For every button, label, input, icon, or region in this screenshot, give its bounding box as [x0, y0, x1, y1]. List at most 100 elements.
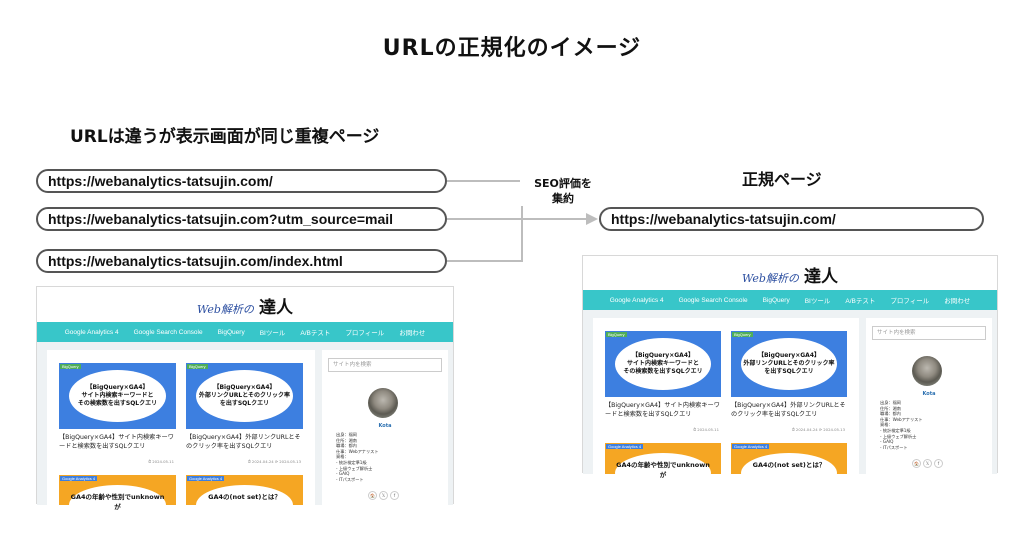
profile-name: Kota	[922, 391, 936, 397]
post-card[interactable]: BigQuery 【BigQuery×GA4】 サイト内検索キーワードと その検…	[605, 331, 721, 437]
profile-avatar	[368, 388, 398, 418]
nav-item[interactable]: Google Analytics 4	[609, 296, 664, 304]
facebook-icon[interactable]: f	[390, 491, 399, 500]
duplicate-url-2: https://webanalytics-tatsujin.com?utm_so…	[36, 207, 447, 231]
facebook-icon[interactable]: f	[934, 459, 943, 468]
site-screenshot-right: Web解析の 達人 Google Analytics 4 Google Sear…	[582, 255, 998, 493]
post-date: ⏱ 2024.04.24 ⟳ 2024.05.13	[247, 459, 301, 464]
post-thumb-text: 【BigQuery×GA4】 サイト内検索キーワードと その検索数を出すSQLク…	[69, 370, 166, 422]
site-nav: Google Analytics 4 Google Search Console…	[37, 322, 453, 342]
sidebar: サイト内を検索 Kota 出身：福岡 住所：湘南 職場：都内 仕事：Webアナリ…	[322, 350, 448, 505]
site-search-input[interactable]: サイト内を検索	[328, 358, 442, 372]
duplicate-url-1: https://webanalytics-tatsujin.com/	[36, 169, 447, 193]
profile-name: Kota	[378, 423, 392, 429]
arrow-label-line1: SEO評価を	[534, 177, 592, 190]
site-search-input[interactable]: サイト内を検索	[872, 326, 986, 340]
post-card[interactable]: BigQuery 【BigQuery×GA4】 外部リンクURLとそのクリック率…	[186, 363, 303, 469]
arrow-head	[586, 213, 598, 225]
site-logo: Web解析の 達人	[37, 293, 453, 318]
profile-avatar	[912, 356, 942, 386]
post-thumbnail: Google Analytics 4 GA4の(not set)とは？	[731, 443, 847, 493]
post-thumbnail: BigQuery 【BigQuery×GA4】 サイト内検索キーワードと その検…	[59, 363, 176, 429]
post-title: 【BigQuery×GA4】サイト内検索キーワードと検索数を出すSQLクエリ	[605, 402, 720, 418]
post-title: 【BigQuery×GA4】サイト内検索キーワードと検索数を出すSQLクエリ	[59, 434, 174, 450]
post-thumb-text: GA4の(not set)とは？	[741, 453, 837, 493]
logo-small-text: Web解析の	[196, 303, 254, 316]
profile-details: 出身：福岡 住所：湘南 職場：都内 仕事：Webアナリスト 資格： - 統計検定…	[336, 432, 379, 482]
diagram-title: URLの正規化のイメージ	[382, 36, 642, 61]
post-card[interactable]: Google Analytics 4 GA4の(not set)とは？	[731, 443, 847, 493]
profile-details: 出身：福岡 住所：湘南 職場：都内 仕事：Webアナリスト 資格： - 統計検定…	[880, 400, 923, 450]
post-category-tag: BigQuery	[187, 364, 208, 369]
post-card[interactable]: Google Analytics 4 GA4の(not set)とは？	[186, 475, 303, 525]
nav-item[interactable]: お問わせ	[944, 298, 971, 305]
nav-item[interactable]: BIツール	[259, 330, 286, 337]
post-thumbnail: BigQuery 【BigQuery×GA4】 外部リンクURLとそのクリック率…	[731, 331, 847, 397]
post-thumb-text: 【BigQuery×GA4】 外部リンクURLとそのクリック率 を出すSQLクエ…	[196, 370, 293, 422]
post-date: ⏱ 2024.05.11	[148, 459, 174, 464]
post-title: 【BigQuery×GA4】外部リンクURLとそのクリック率を出すSQLクエリ	[731, 402, 846, 418]
post-card[interactable]: BigQuery 【BigQuery×GA4】 外部リンクURLとそのクリック率…	[731, 331, 847, 437]
social-links: 🏠 𝕏 f	[368, 491, 399, 500]
post-category-tag: BigQuery	[60, 364, 81, 369]
site-body: BigQuery 【BigQuery×GA4】 サイト内検索キーワードと その検…	[37, 342, 453, 525]
home-icon[interactable]: 🏠	[368, 491, 377, 500]
logo-big-text: 達人	[259, 298, 294, 318]
canonical-url: https://webanalytics-tatsujin.com/	[599, 207, 984, 231]
duplicate-pages-heading: URLは違うが表示画面が同じ重複ページ	[70, 127, 380, 147]
post-category-tag: BigQuery	[732, 332, 753, 337]
post-category-tag: Google Analytics 4	[732, 444, 770, 449]
arrow-label: SEO評価を 集約	[520, 176, 606, 206]
post-card[interactable]: Google Analytics 4 GA4の年齢や性別でunknownが	[59, 475, 176, 525]
post-category-tag: Google Analytics 4	[60, 476, 98, 481]
nav-item[interactable]: Google Search Console	[133, 328, 203, 336]
nav-item[interactable]: A/Bテスト	[845, 298, 876, 305]
post-card[interactable]: Google Analytics 4 GA4の年齢や性別でunknownが	[605, 443, 721, 493]
social-links: 🏠 𝕏 f	[912, 459, 943, 468]
post-thumb-text: GA4の年齢や性別でunknownが	[615, 453, 711, 493]
nav-item[interactable]: Google Search Console	[678, 296, 748, 304]
post-date: ⏱ 2024.05.11	[693, 427, 719, 432]
site-body: BigQuery 【BigQuery×GA4】 サイト内検索キーワードと その検…	[583, 310, 997, 493]
post-list: BigQuery 【BigQuery×GA4】 サイト内検索キーワードと その検…	[593, 318, 859, 493]
post-thumbnail: BigQuery 【BigQuery×GA4】 外部リンクURLとそのクリック率…	[186, 363, 303, 429]
nav-item[interactable]: Google Analytics 4	[64, 328, 119, 336]
nav-item[interactable]: BigQuery	[217, 328, 245, 336]
post-category-tag: Google Analytics 4	[187, 476, 225, 481]
post-date: ⏱ 2024.04.24 ⟳ 2024.05.13	[791, 427, 845, 432]
post-thumbnail: Google Analytics 4 GA4の年齢や性別でunknownが	[605, 443, 721, 493]
x-icon[interactable]: 𝕏	[923, 459, 932, 468]
bracket-line	[447, 180, 523, 262]
duplicate-url-3: https://webanalytics-tatsujin.com/index.…	[36, 249, 447, 273]
home-icon[interactable]: 🏠	[912, 459, 921, 468]
site-nav: Google Analytics 4 Google Search Console…	[583, 290, 997, 310]
arrow-label-line2: 集約	[552, 192, 574, 205]
post-thumb-text: 【BigQuery×GA4】 外部リンクURLとそのクリック率 を出すSQLクエ…	[741, 338, 837, 390]
nav-item[interactable]: BigQuery	[762, 296, 790, 304]
post-category-tag: BigQuery	[606, 332, 627, 337]
canonical-heading: 正規ページ	[742, 170, 822, 189]
profile-widget: サイト内を検索 Kota 出身：福岡 住所：湘南 職場：都内 仕事：Webアナリ…	[866, 318, 992, 474]
logo-small-text: Web解析の	[741, 272, 799, 285]
post-thumb-text: GA4の年齢や性別でunknownが	[69, 485, 166, 525]
site-screenshot-left: Web解析の 達人 Google Analytics 4 Google Sear…	[36, 286, 454, 525]
post-thumb-text: 【BigQuery×GA4】 サイト内検索キーワードと その検索数を出すSQLク…	[615, 338, 711, 390]
x-icon[interactable]: 𝕏	[379, 491, 388, 500]
post-title: 【BigQuery×GA4】外部リンクURLとそのクリック率を出すSQLクエリ	[186, 434, 301, 450]
post-thumbnail: Google Analytics 4 GA4の(not set)とは？	[186, 475, 303, 525]
nav-item[interactable]: プロフィール	[890, 298, 930, 305]
nav-item[interactable]: BIツール	[804, 298, 831, 305]
post-list: BigQuery 【BigQuery×GA4】 サイト内検索キーワードと その検…	[47, 350, 315, 525]
post-thumbnail: BigQuery 【BigQuery×GA4】 サイト内検索キーワードと その検…	[605, 331, 721, 397]
logo-big-text: 達人	[804, 267, 839, 287]
nav-item[interactable]: お問わせ	[399, 330, 426, 337]
site-logo: Web解析の 達人	[583, 262, 997, 287]
sidebar: サイト内を検索 Kota 出身：福岡 住所：湘南 職場：都内 仕事：Webアナリ…	[866, 318, 992, 474]
post-thumb-text: GA4の(not set)とは？	[196, 485, 293, 525]
post-thumbnail: Google Analytics 4 GA4の年齢や性別でunknownが	[59, 475, 176, 525]
nav-item[interactable]: A/Bテスト	[300, 330, 331, 337]
post-card[interactable]: BigQuery 【BigQuery×GA4】 サイト内検索キーワードと その検…	[59, 363, 176, 469]
nav-item[interactable]: プロフィール	[345, 330, 385, 337]
profile-widget: サイト内を検索 Kota 出身：福岡 住所：湘南 職場：都内 仕事：Webアナリ…	[322, 350, 448, 505]
post-category-tag: Google Analytics 4	[606, 444, 644, 449]
